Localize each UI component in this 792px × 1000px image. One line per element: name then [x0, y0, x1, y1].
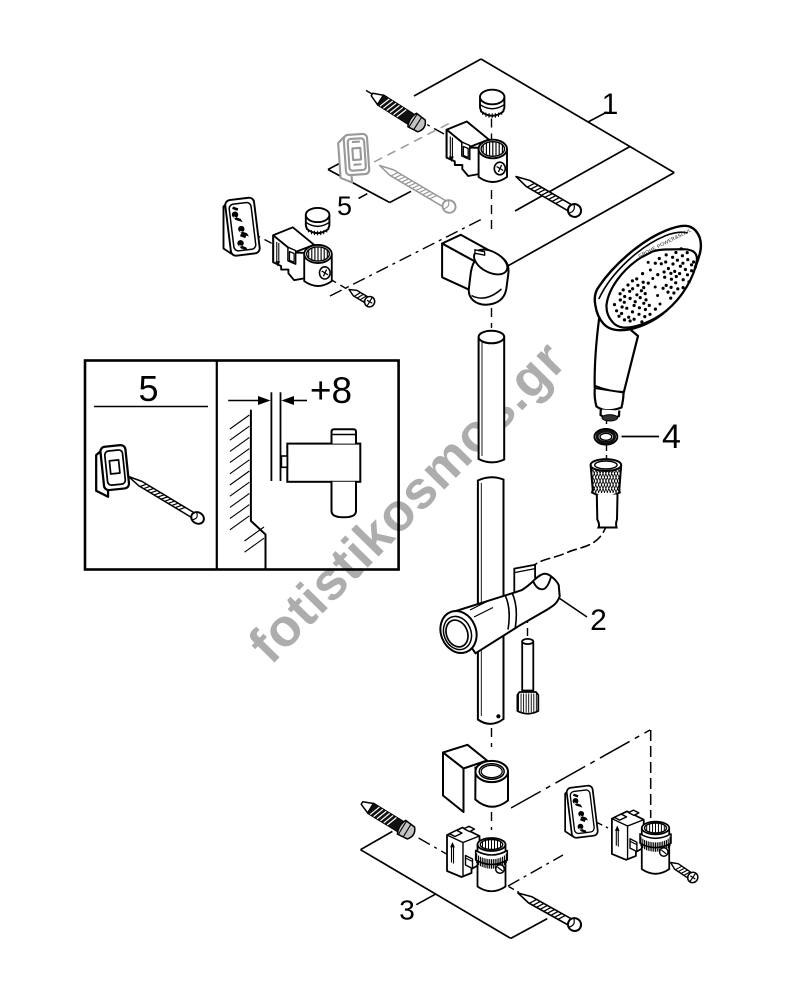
svg-text:5: 5 — [138, 368, 158, 409]
svg-text:5: 5 — [337, 191, 352, 221]
svg-text:+8: +8 — [310, 370, 352, 411]
svg-text:3: 3 — [399, 895, 415, 926]
svg-text:1: 1 — [602, 88, 619, 121]
svg-text:4: 4 — [662, 418, 681, 456]
svg-text:2: 2 — [590, 604, 607, 637]
